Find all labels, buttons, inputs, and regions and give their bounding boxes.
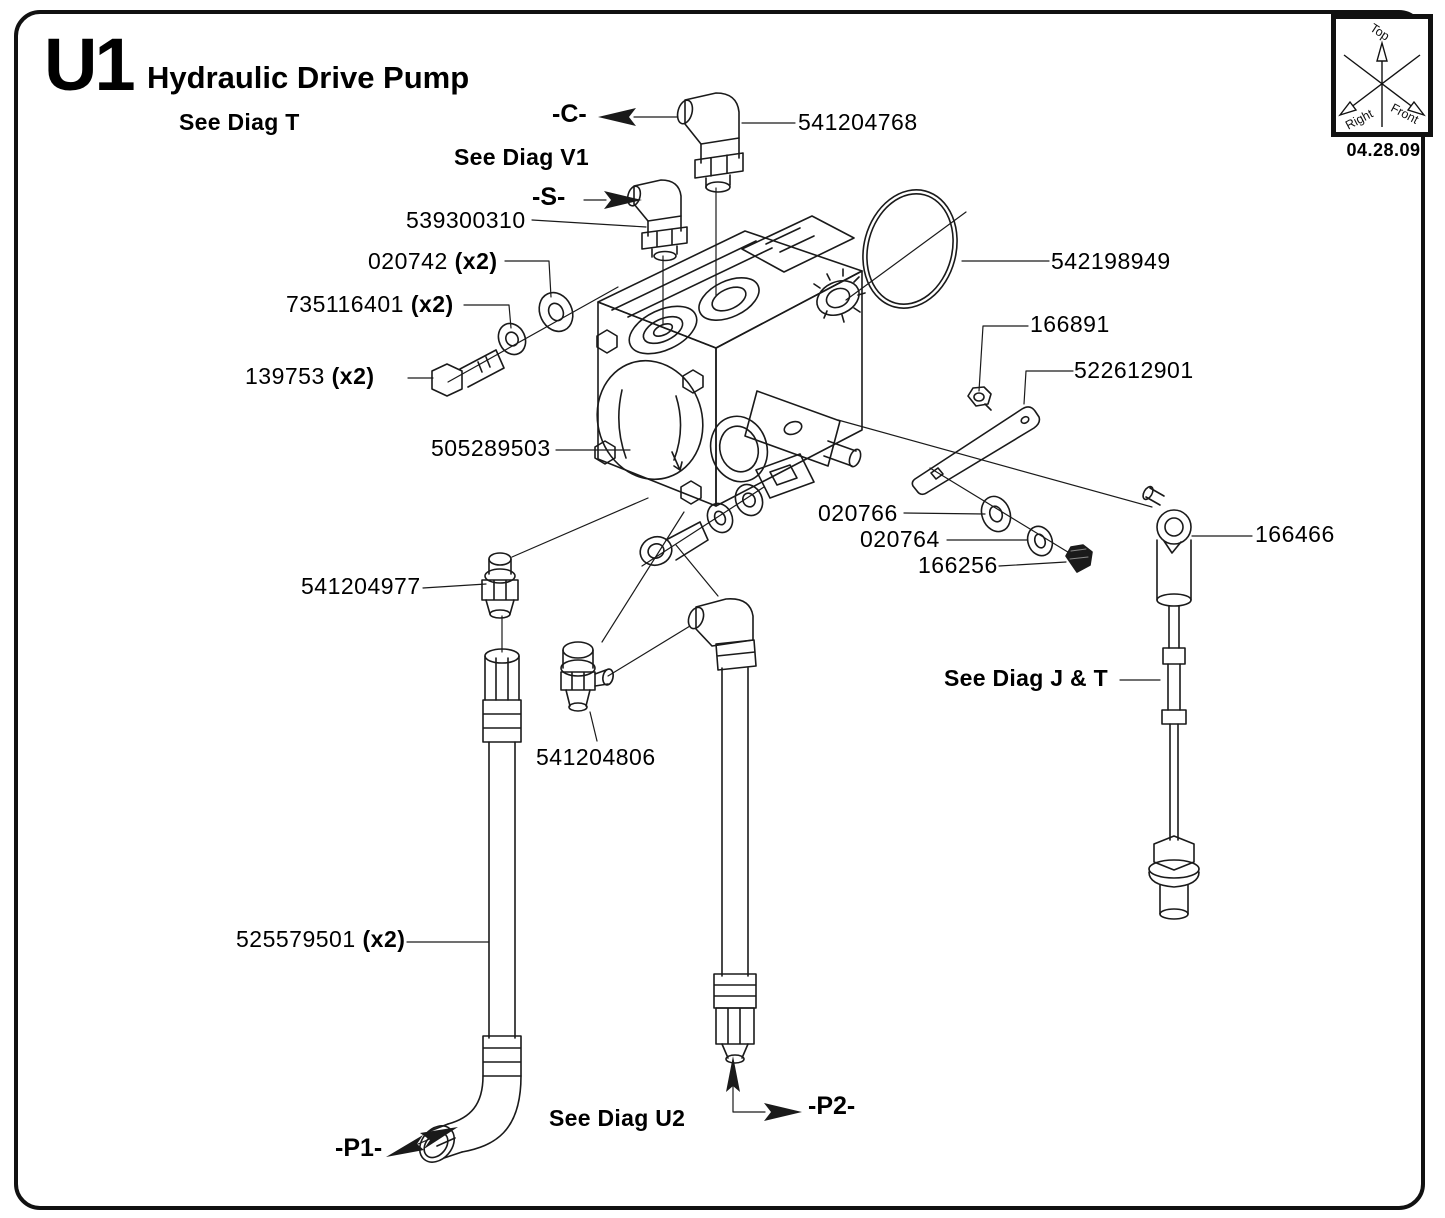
top-port-s [628, 305, 698, 355]
elbow-fitting-806 [560, 641, 614, 712]
part-number-label: 735116401 (x2) [286, 291, 454, 317]
washer-020766 [980, 495, 1012, 533]
bolt-139753 [431, 349, 505, 397]
washer-735116401 [497, 322, 527, 356]
part-number-label: 166256 [918, 552, 998, 578]
part-number-label: 522612901 [1074, 357, 1194, 383]
part-number-label: 020766 [818, 500, 898, 526]
part-number-label: 541204977 [301, 573, 421, 599]
nut-166891 [967, 386, 992, 411]
washer-020764 [1026, 525, 1054, 557]
orientation-compass: Top Right Front [1331, 14, 1433, 137]
revision-date: 04.28.09 [1346, 140, 1421, 160]
part-number-label: 166466 [1255, 521, 1335, 547]
part-number-label: 542198949 [1051, 248, 1171, 274]
elbow-fitting-s [626, 179, 688, 262]
top-port-c [698, 277, 760, 321]
note-see-diag-u2: See Diag U2 [549, 1105, 686, 1131]
leader-lines [406, 116, 1253, 1145]
splined-shaft [813, 268, 866, 323]
port-callout-p1: -P1- [335, 1134, 383, 1162]
compass-top-label: Top [1367, 21, 1392, 44]
assembly-centerlines [447, 187, 1153, 677]
diagram-id: U1 [44, 23, 136, 106]
part-number-label: 539300310 [406, 207, 526, 233]
washer-020742 [538, 291, 574, 333]
o-ring [862, 189, 958, 309]
right-hose [687, 598, 757, 1064]
straight-fitting-977 [481, 552, 519, 619]
note-see-diag-jt: See Diag J & T [944, 665, 1108, 691]
elbow-fitting-c [676, 92, 744, 193]
pump-assembly [594, 215, 866, 507]
compass-axes: Top Right Front [1338, 21, 1426, 132]
gear-end-plate [594, 329, 704, 505]
part-number-label: 525579501 (x2) [236, 926, 406, 952]
ball-joint-rod [1142, 485, 1200, 920]
locknut-166256 [1065, 544, 1093, 573]
part-number-label: 020764 [860, 526, 940, 552]
part-number-label: 020742 (x2) [368, 248, 498, 274]
bracket-plate [911, 406, 1041, 496]
socket-bolt [639, 521, 709, 567]
trunnion-arm [744, 390, 862, 499]
port-callout-s: -S- [532, 183, 566, 211]
part-number-label: 166891 [1030, 311, 1110, 337]
side-port [709, 415, 769, 483]
port-callout-p2: -P2- [808, 1092, 856, 1120]
washer-small [706, 502, 734, 534]
part-number-label: 541204806 [536, 744, 656, 770]
part-number-label: 541204768 [798, 109, 918, 135]
part-number-label: 505289503 [431, 435, 551, 461]
washer-small [734, 483, 764, 517]
port-callout-c: -C- [552, 100, 587, 128]
left-hose [418, 648, 522, 1163]
note-see-diag-v1: See Diag V1 [454, 144, 589, 170]
part-number-label: 139753 (x2) [245, 363, 375, 389]
note-see-diag-t: See Diag T [179, 109, 300, 135]
page-title: Hydraulic Drive Pump [147, 60, 470, 95]
callout-arrows [386, 108, 802, 1157]
